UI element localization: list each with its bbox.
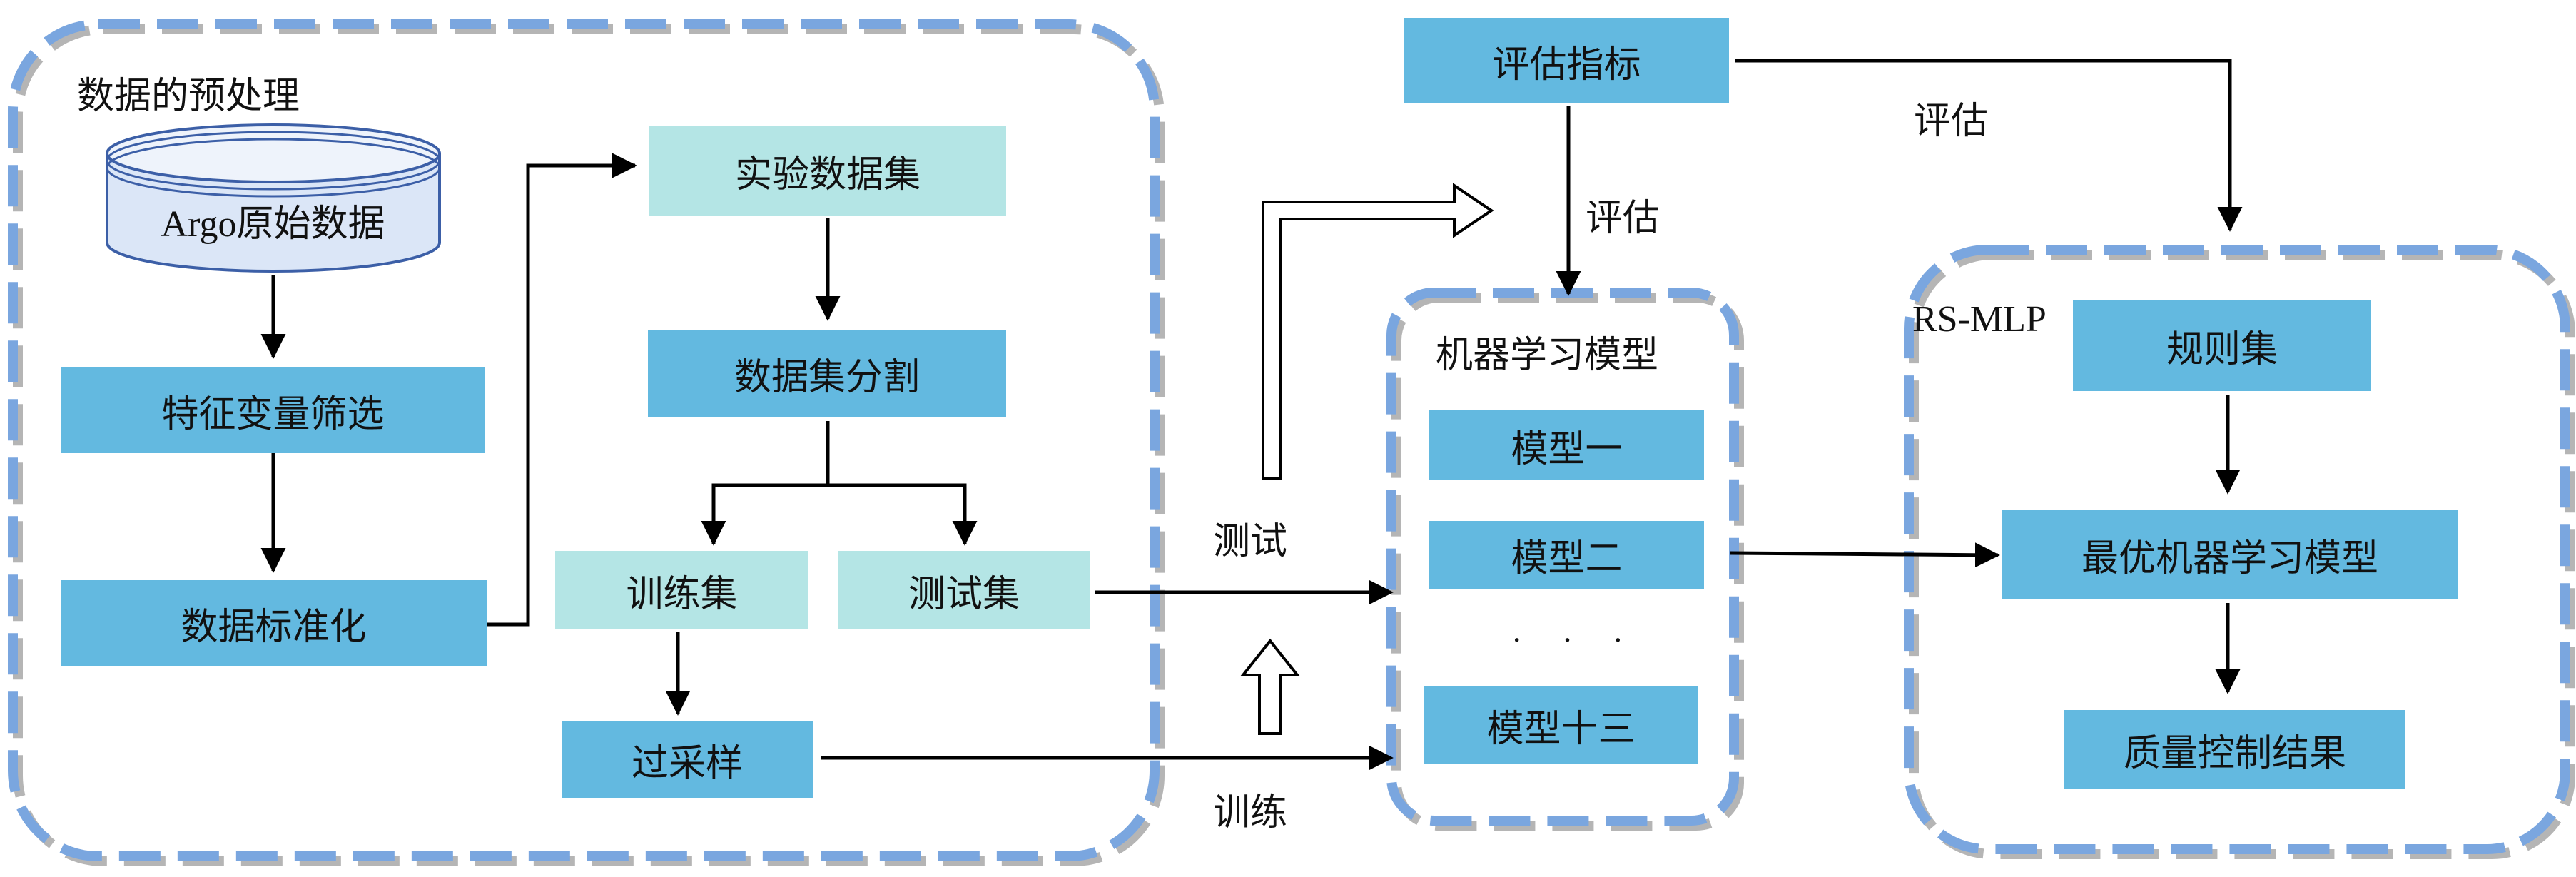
ml-models-title: 机器学习模型 [1436,335,1659,376]
model-13-box: 模型十三 [1424,686,1698,764]
standardization-box: 数据标准化 [61,580,487,666]
rule-set-box: 规则集 [2073,300,2371,391]
models-ellipsis: · · · [1511,622,1639,658]
hollow-arrow-test-icon [1262,183,1494,480]
experiment-set-box: 实验数据集 [649,126,1006,216]
arrow-standardization-to-experiment [487,153,637,627]
test-set-box: 测试集 [838,551,1090,629]
split-box: 数据集分割 [648,330,1006,417]
test-flow-label: 测试 [1213,522,1288,562]
feature-selection-box: 特征变量筛选 [61,367,485,453]
arrow-models-to-best [1730,542,2000,568]
rs-mlp-title: RS-MLP [1912,299,2047,340]
model-2-box: 模型二 [1429,521,1704,589]
arrow-split-to-train [701,483,828,546]
database-cylinder-icon [106,123,441,273]
train-flow-label: 训练 [1213,793,1288,833]
train-set-box: 训练集 [555,551,808,629]
best-model-box: 最优机器学习模型 [2002,510,2458,599]
oversampling-box: 过采样 [562,721,813,798]
model-1-box: 模型一 [1429,410,1704,480]
hollow-arrow-train-icon [1239,638,1301,735]
eval-label-right: 评估 [1914,101,1989,142]
source-data-label: Argo原始数据 [161,203,385,245]
preprocessing-group-border [8,19,1165,866]
rs-mlp-group-border [1904,245,2575,859]
metrics-box: 评估指标 [1404,18,1729,103]
qc-result-box: 质量控制结果 [2064,710,2405,789]
arrow-split-to-test [828,483,978,546]
preprocessing-title: 数据的预处理 [77,76,300,117]
arrow-metrics-to-rs-mlp [1735,59,2243,232]
eval-label-left: 评估 [1586,198,1660,239]
